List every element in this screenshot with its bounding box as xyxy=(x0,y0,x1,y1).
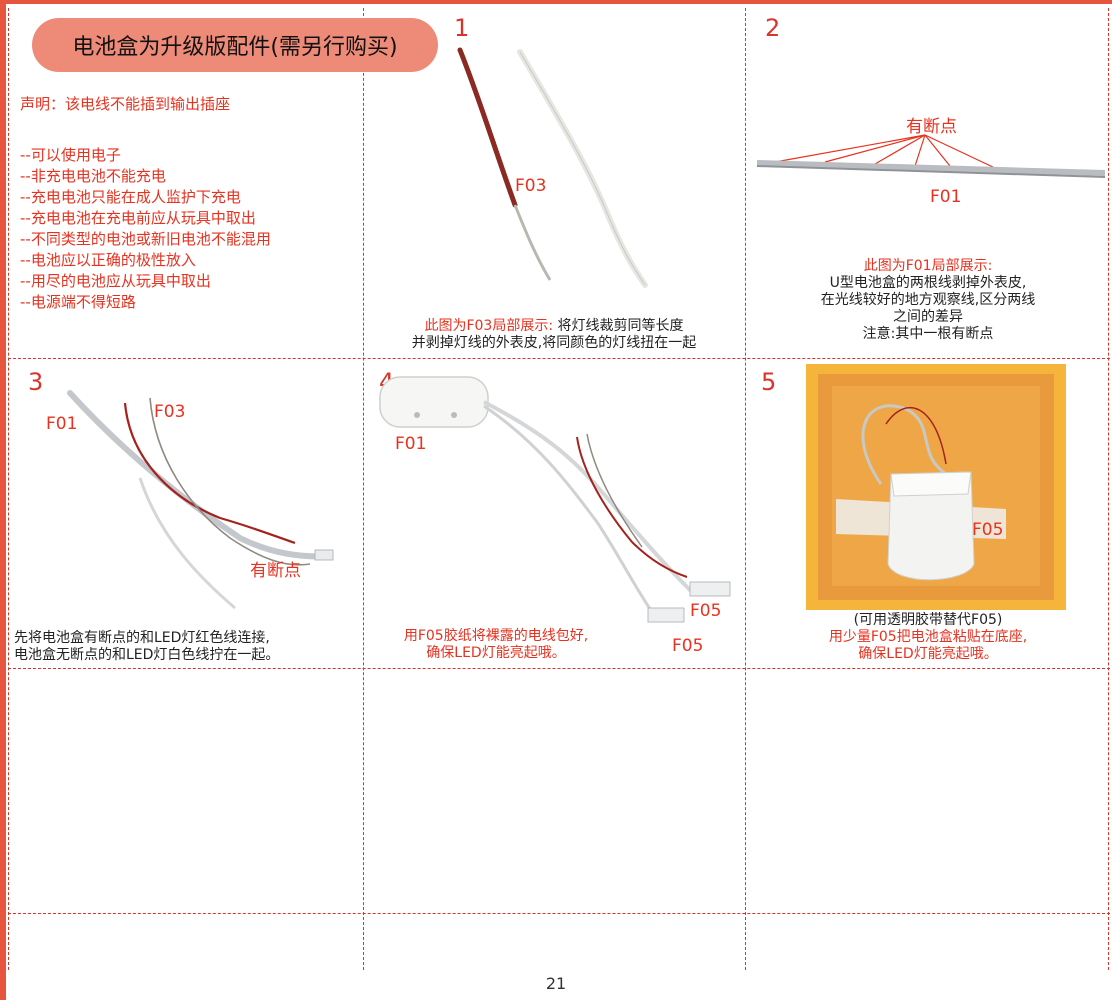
wire-photo-joined xyxy=(67,390,334,610)
note-item: --不同类型的电池或新旧电池不能混用 xyxy=(20,230,271,248)
caption-text: (可用透明胶带替代F05) xyxy=(853,612,1003,628)
step-number: 1 xyxy=(454,14,470,42)
battery-box-photo xyxy=(379,376,731,623)
label-break-point: 有断点 xyxy=(250,561,301,581)
caption-highlight: 此图为F03局部展示: xyxy=(424,318,554,334)
step-caption: (可用透明胶带替代F05) 用少量F05把电池盒粘贴在底座, 确保LED灯能亮起… xyxy=(748,612,1108,663)
page-title: 电池盒为升级版配件(需另行购买) xyxy=(32,18,438,72)
label-f05: F05 xyxy=(690,601,722,621)
grid-line-v2 xyxy=(745,8,746,970)
page-left-edge xyxy=(0,0,6,1000)
note-item: --充电电池只能在成人监护下充电 xyxy=(20,188,241,206)
caption-text: 确保LED灯能亮起哦。 xyxy=(858,646,998,662)
caption-text: 在光线较好的地方观察线,区分两线 xyxy=(820,292,1036,308)
note-item: --充电电池在充电前应从玩具中取出 xyxy=(20,209,256,227)
grid-line-v3 xyxy=(1108,8,1109,970)
caption-text: 用少量F05把电池盒粘贴在底座, xyxy=(828,629,1028,645)
wire-photo-f03 xyxy=(457,47,648,288)
caption-text: 用F05胶纸将裸露的电线包好, xyxy=(403,628,589,644)
notes-list: --可以使用电子 --非充电电池不能充电 --充电电池只能在成人监护下充电 --… xyxy=(20,145,271,313)
note-item: --电源端不得短路 xyxy=(20,293,136,311)
caption-text: 并剥掉灯线的外表皮,将同颜色的灯线扭在一起 xyxy=(411,335,697,351)
step-caption: 此图为F01局部展示: U型电池盒的两根线剥掉外表皮, 在光线较好的地方观察线,… xyxy=(748,258,1108,343)
note-item: --可以使用电子 xyxy=(20,146,121,164)
wire-photo-f01-closeup xyxy=(756,134,1105,178)
grid-line-h1 xyxy=(8,358,1110,359)
label-f01: F01 xyxy=(46,414,78,434)
label-f05: F05 xyxy=(672,636,704,656)
page-top-edge xyxy=(0,0,1112,4)
caption-text: 注意:其中一根有断点 xyxy=(862,326,994,342)
note-item: --电池应以正确的极性放入 xyxy=(20,251,196,269)
caption-text: 之间的差异 xyxy=(893,309,963,325)
note-item: --非充电电池不能充电 xyxy=(20,167,166,185)
grid-line-h3 xyxy=(8,913,1110,914)
caption-text: 将灯线裁剪同等长度 xyxy=(557,318,684,334)
caption-text: U型电池盒的两根线剥掉外表皮, xyxy=(829,275,1027,291)
declaration-text: 声明：该电线不能插到输出插座 xyxy=(20,95,231,113)
caption-text: 先将电池盒有断点的和LED灯红色线连接, xyxy=(14,630,270,646)
label-f03: F03 xyxy=(515,176,547,196)
caption-text: 电池盒无断点的和LED灯白色线拧在一起。 xyxy=(14,647,280,663)
page-number: 21 xyxy=(545,974,567,993)
label-f01: F01 xyxy=(395,434,427,454)
grid-line-v1 xyxy=(363,8,364,970)
grid-line-v0 xyxy=(8,8,9,970)
step-caption: 先将电池盒有断点的和LED灯红色线连接, 电池盒无断点的和LED灯白色线拧在一起… xyxy=(14,630,362,664)
label-break-point: 有断点 xyxy=(906,117,957,137)
grid-line-h2 xyxy=(8,668,1110,669)
step-caption: 用F05胶纸将裸露的电线包好, 确保LED灯能亮起哦。 xyxy=(366,628,626,662)
base-board-photo xyxy=(806,364,1066,610)
caption-text: 确保LED灯能亮起哦。 xyxy=(426,645,566,661)
step-number: 3 xyxy=(28,368,44,396)
caption-highlight: 此图为F01局部展示: xyxy=(863,258,993,274)
step-number: 2 xyxy=(765,14,781,42)
note-item: --用尽的电池应从玩具中取出 xyxy=(20,272,211,290)
step-number: 5 xyxy=(761,368,777,396)
label-f03: F03 xyxy=(154,402,186,422)
step-caption: 此图为F03局部展示: 将灯线裁剪同等长度 并剥掉灯线的外表皮,将同颜色的灯线扭… xyxy=(366,318,742,352)
label-f05: F05 xyxy=(972,520,1004,540)
label-f01: F01 xyxy=(930,187,962,207)
